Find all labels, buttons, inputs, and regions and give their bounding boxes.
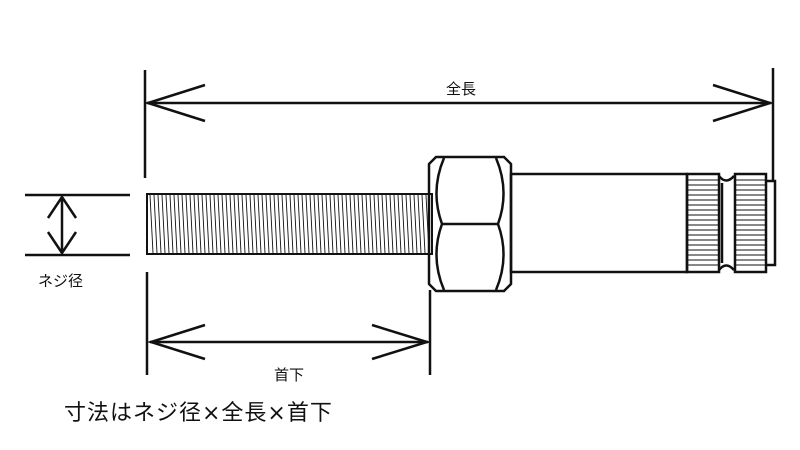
thread-line bbox=[173, 194, 178, 254]
thread-line bbox=[309, 194, 314, 254]
thread-line bbox=[301, 194, 306, 254]
thread-line bbox=[337, 194, 342, 254]
thread-line bbox=[401, 194, 406, 254]
thread-line bbox=[193, 194, 198, 254]
thread-line bbox=[249, 194, 254, 254]
thread-line bbox=[209, 194, 214, 254]
thread-line bbox=[161, 194, 166, 254]
thread-line bbox=[369, 194, 374, 254]
thread-line bbox=[213, 194, 218, 254]
thread-line bbox=[229, 194, 234, 254]
thread-line bbox=[241, 194, 246, 254]
thread-line bbox=[393, 194, 398, 254]
thread-line bbox=[257, 194, 262, 254]
thread-line bbox=[321, 194, 326, 254]
thread-line bbox=[297, 194, 302, 254]
thread-line bbox=[197, 194, 202, 254]
thread-line bbox=[233, 194, 238, 254]
threaded-shank bbox=[146, 193, 433, 255]
thread-line bbox=[225, 194, 230, 254]
thread-line bbox=[157, 194, 162, 254]
thread-line bbox=[169, 194, 174, 254]
under-head-label: 首下 bbox=[274, 366, 305, 384]
thread-line bbox=[377, 194, 382, 254]
overall-length-label: 全長 bbox=[446, 80, 477, 98]
thread-line bbox=[185, 194, 190, 254]
thread-line bbox=[261, 194, 266, 254]
thread-line bbox=[389, 194, 394, 254]
thread-line bbox=[289, 194, 294, 254]
thread-line bbox=[313, 194, 318, 254]
thread-diameter-dimension bbox=[25, 193, 130, 257]
thread-line bbox=[165, 194, 170, 254]
thread-line bbox=[293, 194, 298, 254]
thread-diameter-label: ネジ径 bbox=[38, 272, 84, 290]
hex-head bbox=[427, 155, 513, 293]
thread-line bbox=[409, 194, 414, 254]
thread-line bbox=[317, 194, 322, 254]
thread-line bbox=[405, 194, 410, 254]
thread-line bbox=[365, 194, 370, 254]
thread-line bbox=[217, 194, 222, 254]
knurled-end bbox=[685, 172, 777, 274]
thread-line bbox=[281, 194, 286, 254]
thread-line bbox=[181, 194, 186, 254]
thread-line bbox=[237, 194, 242, 254]
thread-line bbox=[417, 194, 422, 254]
thread-line bbox=[245, 194, 250, 254]
bolt-body bbox=[509, 172, 689, 274]
thread-line bbox=[373, 194, 378, 254]
thread-line bbox=[285, 194, 290, 254]
thread-line bbox=[253, 194, 258, 254]
thread-line bbox=[329, 194, 334, 254]
thread-line bbox=[149, 194, 154, 254]
thread-line bbox=[361, 194, 366, 254]
thread-line bbox=[221, 194, 226, 254]
under-head-dimension bbox=[145, 272, 432, 375]
thread-line bbox=[325, 194, 330, 254]
thread-line bbox=[153, 194, 158, 254]
thread-line bbox=[265, 194, 270, 254]
thread-line bbox=[341, 194, 346, 254]
thread-line bbox=[385, 194, 390, 254]
thread-line bbox=[381, 194, 386, 254]
thread-line bbox=[201, 194, 206, 254]
thread-line bbox=[353, 194, 358, 254]
thread-line bbox=[421, 194, 426, 254]
thread-line bbox=[189, 194, 194, 254]
dimension-caption: 寸法はネジ径×全長×首下 bbox=[64, 401, 333, 426]
thread-line bbox=[205, 194, 210, 254]
thread-line bbox=[273, 194, 278, 254]
thread-line bbox=[357, 194, 362, 254]
thread-line bbox=[269, 194, 274, 254]
thread-line bbox=[177, 194, 182, 254]
thread-line bbox=[305, 194, 310, 254]
overall-length-dimension bbox=[143, 68, 775, 180]
thread-line bbox=[333, 194, 338, 254]
thread-line bbox=[277, 194, 282, 254]
thread-line bbox=[349, 194, 354, 254]
thread-line bbox=[413, 194, 418, 254]
thread-line bbox=[397, 194, 402, 254]
thread-line bbox=[345, 194, 350, 254]
